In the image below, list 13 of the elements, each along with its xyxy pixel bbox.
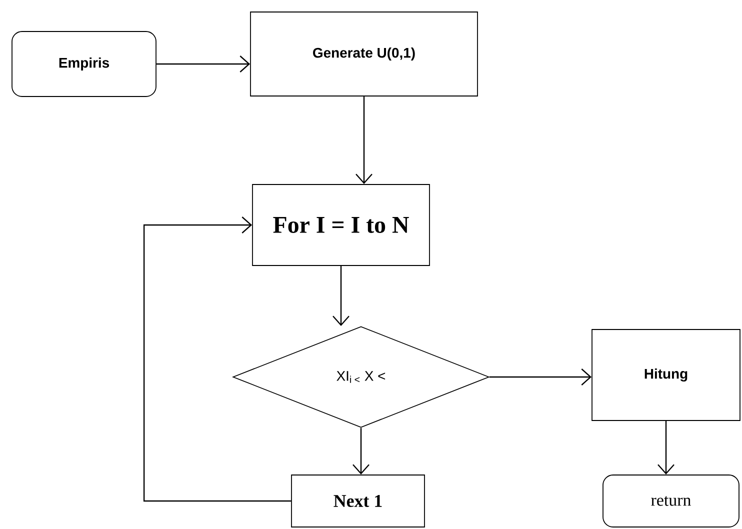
arrow <box>658 420 674 475</box>
arrow <box>356 96 372 184</box>
arrow <box>332 266 350 326</box>
arrow <box>352 428 370 475</box>
end-box: return <box>602 474 740 528</box>
process-box: Hitung <box>592 329 740 421</box>
process-box: Generate U(0,1) <box>250 12 478 96</box>
process-box: For I = I to N <box>252 184 430 266</box>
arrow <box>143 216 292 502</box>
arrow <box>156 56 250 72</box>
start-box: Empiris <box>12 31 156 97</box>
arrow <box>489 368 592 386</box>
process-box: Next 1 <box>291 474 425 528</box>
